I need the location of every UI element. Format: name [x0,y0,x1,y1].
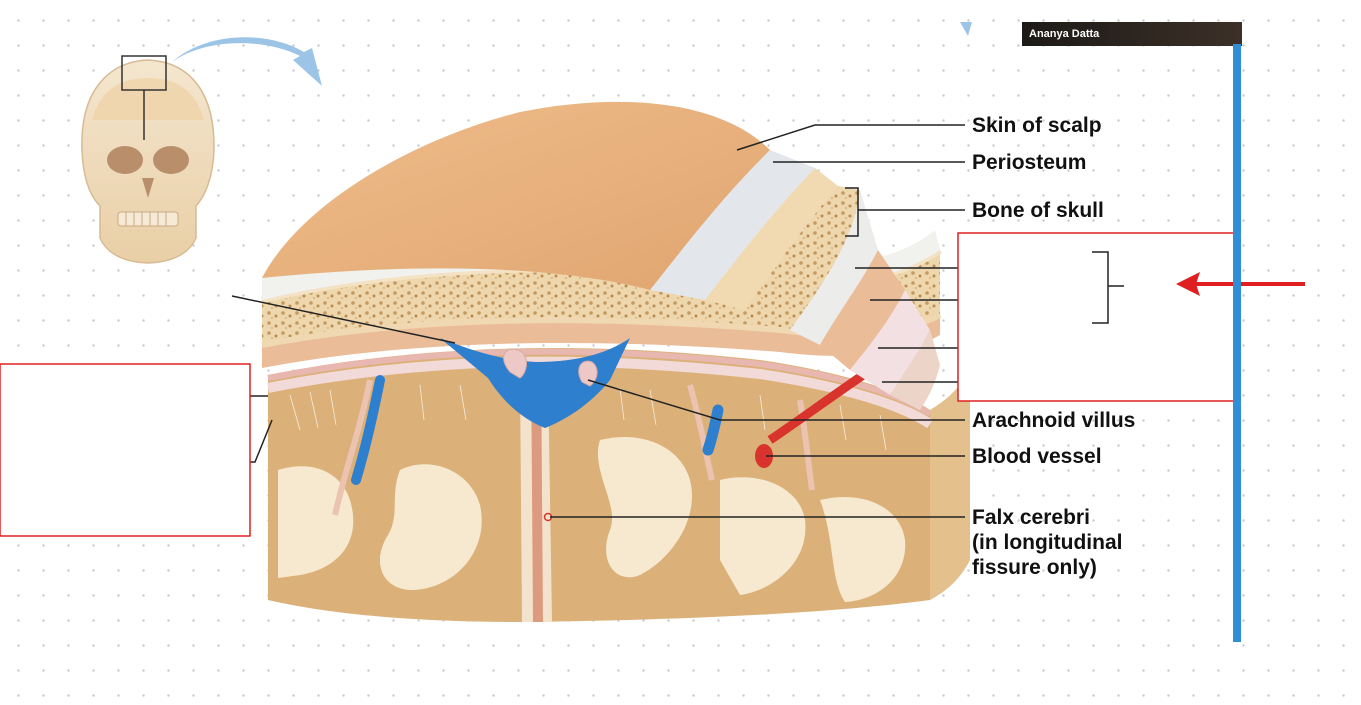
label-skin-of-scalp: Skin of scalp [972,114,1102,137]
leader-sinus-left [231,295,456,344]
hidden-labels-right-box [957,232,1235,402]
skull-icon [81,55,215,264]
leader-arachnoid-villus [587,379,965,421]
cross-section [261,101,970,623]
label-bone-of-skull: Bone of skull [972,199,1104,222]
label-blood-vessel: Blood vessel [972,445,1102,468]
slide-right-border [1233,44,1241,642]
label-falx-cerebri: Falx cerebri [972,506,1090,529]
hidden-labels-left-box [0,363,251,537]
label-periosteum: Periosteum [972,151,1087,174]
label-arachnoid-villus: Arachnoid villus [972,409,1136,432]
leader-bone-of-skull [845,187,965,237]
label-falx-cerebri-detail: (in longitudinal [972,531,1123,554]
participant-name-tag: Ananya Datta [1022,22,1242,46]
red-pointer-arrow-icon [1176,272,1305,296]
zoom-arrow-icon [172,37,322,86]
leader-skin-of-scalp [736,124,965,151]
label-falx-cerebri-detail-2: fissure only) [972,556,1097,579]
leader-lines [202,124,1124,518]
